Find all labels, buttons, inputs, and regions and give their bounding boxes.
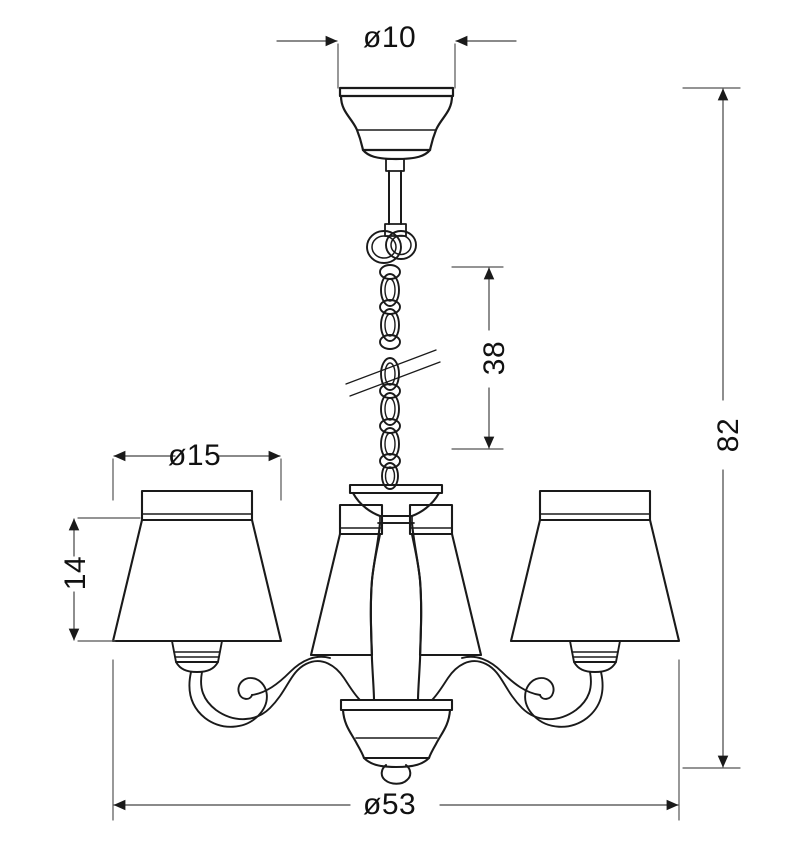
shade-center-right — [408, 503, 483, 657]
socket-right — [569, 640, 621, 673]
dimension-label-shade-diameter: ø15 — [168, 439, 222, 472]
break-line — [345, 349, 441, 397]
suspension-chain — [366, 230, 417, 490]
shade-right — [509, 489, 681, 643]
dimension-label-overall-diameter: ø53 — [363, 788, 417, 821]
socket-left — [171, 640, 223, 673]
upper-plate — [348, 483, 444, 524]
dimension-canopy-diameter — [276, 35, 517, 89]
dimension-label-canopy-diameter: ø10 — [363, 21, 417, 54]
arm-right — [431, 655, 604, 728]
dimension-label-overall-height: 82 — [712, 417, 746, 453]
shade-center-left — [309, 503, 384, 657]
dimension-label-shade-height: 14 — [59, 555, 93, 591]
dimension-shade-height — [68, 517, 141, 642]
dimension-label-chain-length: 38 — [478, 340, 512, 376]
ceiling-canopy — [338, 86, 455, 161]
shade-left — [111, 489, 283, 643]
dimension-overall-height — [682, 87, 741, 769]
center-body — [369, 521, 423, 702]
finial — [380, 764, 412, 785]
arm-left — [188, 655, 361, 728]
dimension-overall-diameter — [112, 659, 680, 821]
bottom-bowl — [339, 698, 454, 769]
dimension-shade-diameter — [112, 450, 282, 501]
stem-rod — [384, 158, 407, 237]
dimension-chain-length — [451, 266, 504, 450]
